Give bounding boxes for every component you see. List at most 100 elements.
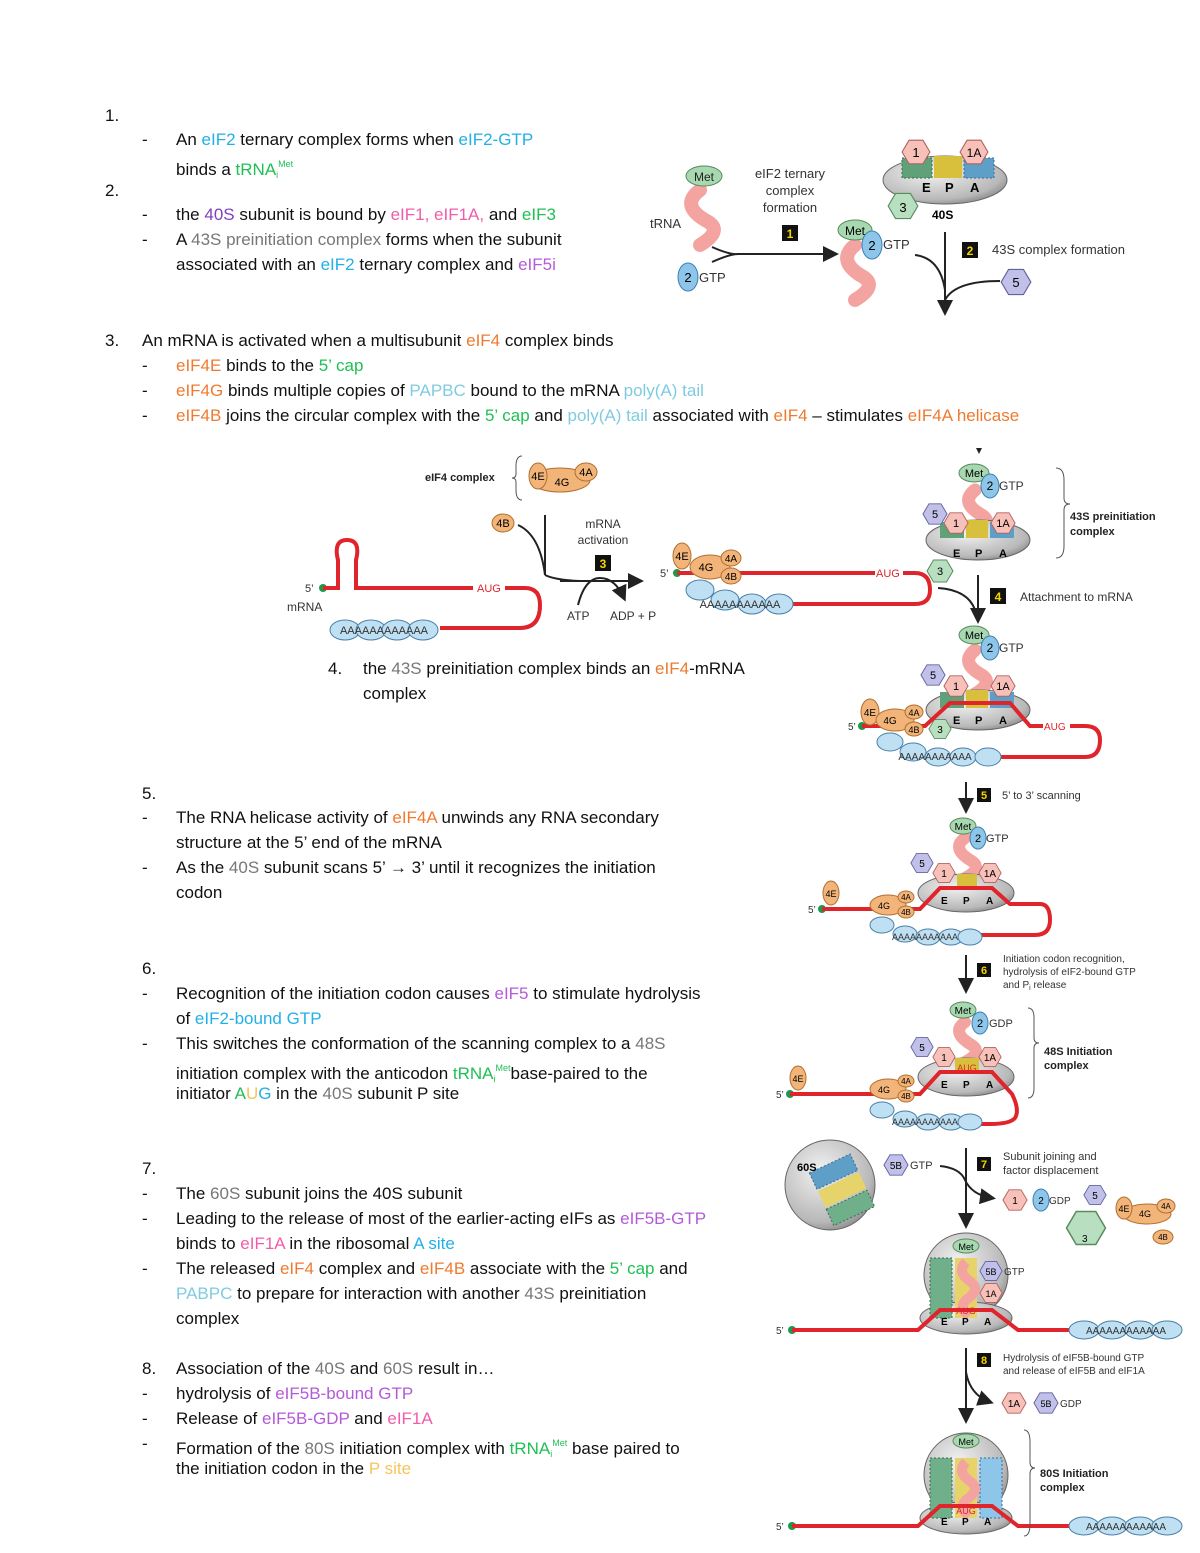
term-eif4b: eIF4B [419, 1259, 466, 1278]
p-site-label: P [945, 180, 954, 195]
eif2-label: 2 [987, 641, 994, 655]
met-label: Met [845, 224, 866, 238]
term-60s: 60S [382, 1359, 414, 1378]
bullet-dash: - [142, 1209, 148, 1228]
text: Association of the [176, 1359, 315, 1378]
poly-a-label: AAAAAAAAAAAA [1086, 1522, 1166, 1533]
term-eif2: eIF2 [201, 130, 236, 149]
mrna-activation-label: activation [578, 533, 629, 547]
step-2-label: 43S complex formation [992, 242, 1125, 257]
step-1-bullet-1-line-1: An eIF2 ternary complex forms when eIF2-… [176, 127, 533, 152]
step-8-label: Hydrolysis of eIF5B-bound GTP [1003, 1353, 1144, 1364]
term-eif5: eIF5 [494, 984, 529, 1003]
text: unwinds any RNA secondary [436, 808, 659, 827]
five-prime-label: 5’ [848, 722, 856, 733]
eif1a-label: 1A [996, 681, 1010, 693]
text: joins the circular complex with the [221, 406, 485, 425]
eif1-label: 1 [953, 681, 959, 693]
text: This switches the conformation of the sc… [176, 1034, 636, 1053]
gtp-label: GTP [883, 237, 910, 252]
trna-label: tRNA [650, 216, 681, 231]
e-site-label: E [922, 180, 931, 195]
text: initiator [176, 1084, 235, 1103]
text: to stimulate hydrolysis [528, 984, 701, 1003]
term-poly-a-tail: poly(A) tail [567, 406, 648, 425]
step-1-label: eIF2 ternary [755, 166, 826, 181]
subscript: i [493, 1074, 496, 1084]
step-1-badge [782, 225, 798, 241]
step-4-line-1: the 43S preinitiation complex binds an e… [363, 656, 745, 681]
eif5-label: 5 [930, 670, 936, 682]
eif5-label: 5 [919, 1043, 925, 1054]
step-6-number: 6. [142, 959, 157, 978]
step-8-bullet-2: Release of eIF5B-GDP and eIF1A [176, 1406, 433, 1431]
five-prime-label: 5’ [776, 1090, 784, 1101]
eif4e-label: 4E [531, 471, 544, 483]
e-site-label: E [953, 548, 960, 560]
met-label: Met [965, 630, 983, 642]
eif4b-label: 4B [901, 908, 911, 917]
eif4g-label: 4G [883, 716, 897, 727]
trna-met-free: Met [684, 165, 723, 252]
60s-label: 60S [797, 1162, 817, 1174]
eif1a-label: 1A [996, 518, 1010, 530]
step-3-number: 3. [105, 331, 120, 350]
eif3-label: 3 [937, 725, 943, 736]
60s-subunit: 60S [784, 1139, 876, 1231]
term-eif2-gtp: eIF2-GTP [458, 130, 534, 149]
eif1a-label: 1A [984, 1053, 997, 1064]
text: release [1031, 980, 1067, 991]
text: initiation complex with [334, 1439, 510, 1458]
five-prime-label: 5’ [776, 1522, 784, 1533]
text: -mRNA [689, 659, 745, 678]
eif4g-label: 4G [555, 477, 570, 489]
eif4b-label: 4B [725, 572, 738, 583]
eif4e-label: 4E [864, 708, 877, 719]
text: ternary complex forms when [235, 130, 459, 149]
text: binds to [176, 1234, 241, 1253]
eif4g-label: 4G [878, 1085, 890, 1095]
step-7-bullet-2-line-1: Leading to the release of most of the ea… [176, 1206, 706, 1231]
text: base-paired to the [510, 1064, 648, 1083]
step-5-label: 5’ to 3’ scanning [1002, 790, 1081, 802]
43s-preinitiation-complex: Met 2 GTP E P A 1 1A 5 3 [922, 448, 1031, 583]
eif4a-label: 4A [579, 467, 593, 479]
p-site-label: P [963, 1080, 970, 1091]
bullet-dash: - [142, 230, 148, 249]
step-7-bullet-3-line-1: The released eIF4 complex and eIF4B asso… [176, 1256, 688, 1281]
term-papbc: PAPBC [409, 381, 466, 400]
text: in the [271, 1084, 323, 1103]
step-3-bullet-3: eIF4B joins the circular complex with th… [176, 403, 1019, 428]
text: subunit P site [352, 1084, 460, 1103]
met-label: Met [955, 822, 972, 833]
term-43s: 43S [524, 1284, 555, 1303]
step-4-badge [990, 588, 1006, 604]
text: associated with an [176, 255, 321, 274]
eif4a-label: 4A [901, 1077, 911, 1086]
bullet-dash: - [142, 858, 148, 877]
subscript: i [1029, 985, 1031, 992]
term-eif1a: eIF1A [240, 1234, 285, 1253]
a-site-label: A [970, 180, 980, 195]
term-eif5b-gdp: eIF5B-GDP [262, 1409, 350, 1428]
term-5-cap: 5’ cap [318, 356, 364, 375]
step-6-bullet-1-line-1: Recognition of the initiation codon caus… [176, 981, 700, 1006]
text: result in… [413, 1359, 495, 1378]
text: associated with [647, 406, 774, 425]
eif5-label: 5 [1092, 1191, 1098, 1202]
text: – stimulates [807, 406, 908, 425]
e-site-label: E [941, 1080, 948, 1091]
eif4e-label: 4E [825, 889, 836, 899]
subscript: i [550, 1449, 553, 1459]
term-43s: 43S [391, 659, 422, 678]
bullet-dash: - [142, 356, 148, 375]
step-7-bullet-3-line-3: complex [176, 1309, 240, 1328]
poly-a-label: AAAAAAAAAAAA [340, 625, 429, 637]
p-site-label: P [962, 1517, 969, 1528]
step-5-bullet-1-line-1: The RNA helicase activity of eIF4A unwin… [176, 805, 659, 830]
step-8-heading: Association of the 40S and 60S result in… [176, 1356, 494, 1381]
superscript: Met [552, 1438, 568, 1448]
gdp-label: GDP [1060, 1399, 1082, 1410]
43s-complex-label: 43S preinitiation [1070, 511, 1156, 523]
step-5-bullet-2-line-2: codon [176, 883, 223, 902]
